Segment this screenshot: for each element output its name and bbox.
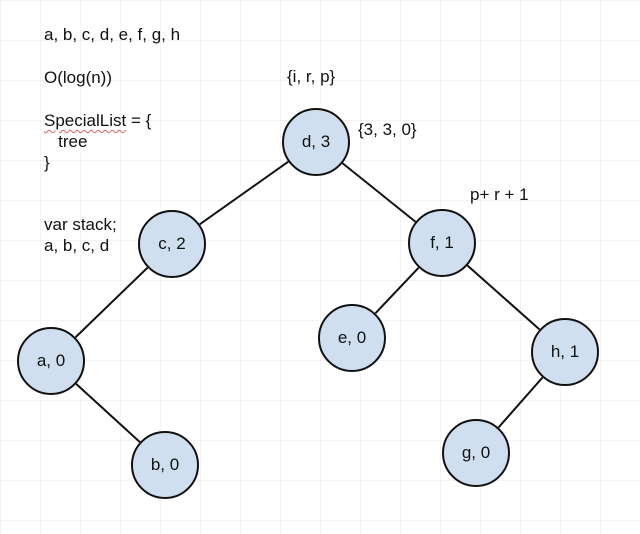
stack-declaration: var stack;	[44, 215, 117, 234]
special-list-name: SpecialList	[44, 111, 127, 130]
edge-d-c	[199, 160, 289, 226]
stack-values: a, b, c, d	[44, 236, 110, 255]
edge-f-e	[374, 266, 420, 315]
edge-h-g	[497, 376, 544, 429]
tree-node-h[interactable]: h, 1	[531, 318, 599, 386]
special-list-body: tree	[44, 132, 88, 151]
special-list-close: }	[44, 153, 50, 172]
tree-node-a[interactable]: a, 0	[17, 327, 85, 395]
tree-node-e[interactable]: e, 0	[318, 304, 386, 372]
special-list-line: SpecialList = {	[44, 110, 151, 131]
tree-node-c[interactable]: c, 2	[138, 210, 206, 278]
edge-a-b	[75, 383, 141, 443]
letters-note: a, b, c, d, e, f, g, h	[44, 25, 181, 44]
complexity-note: O(log(n))	[44, 68, 113, 87]
root-values-label: {3, 3, 0}	[358, 120, 417, 139]
tree-node-b[interactable]: b, 0	[131, 431, 199, 499]
tree-node-d[interactable]: d, 3	[282, 108, 350, 176]
tree-node-f[interactable]: f, 1	[408, 209, 476, 277]
edge-c-a	[74, 266, 149, 339]
irp-label: {i, r, p}	[287, 67, 336, 86]
edge-f-h	[466, 264, 541, 331]
edge-d-f	[341, 162, 417, 223]
formula-label: p+ r + 1	[470, 185, 529, 204]
tree-node-g[interactable]: g, 0	[442, 419, 510, 487]
special-list-brace: = {	[126, 111, 152, 130]
